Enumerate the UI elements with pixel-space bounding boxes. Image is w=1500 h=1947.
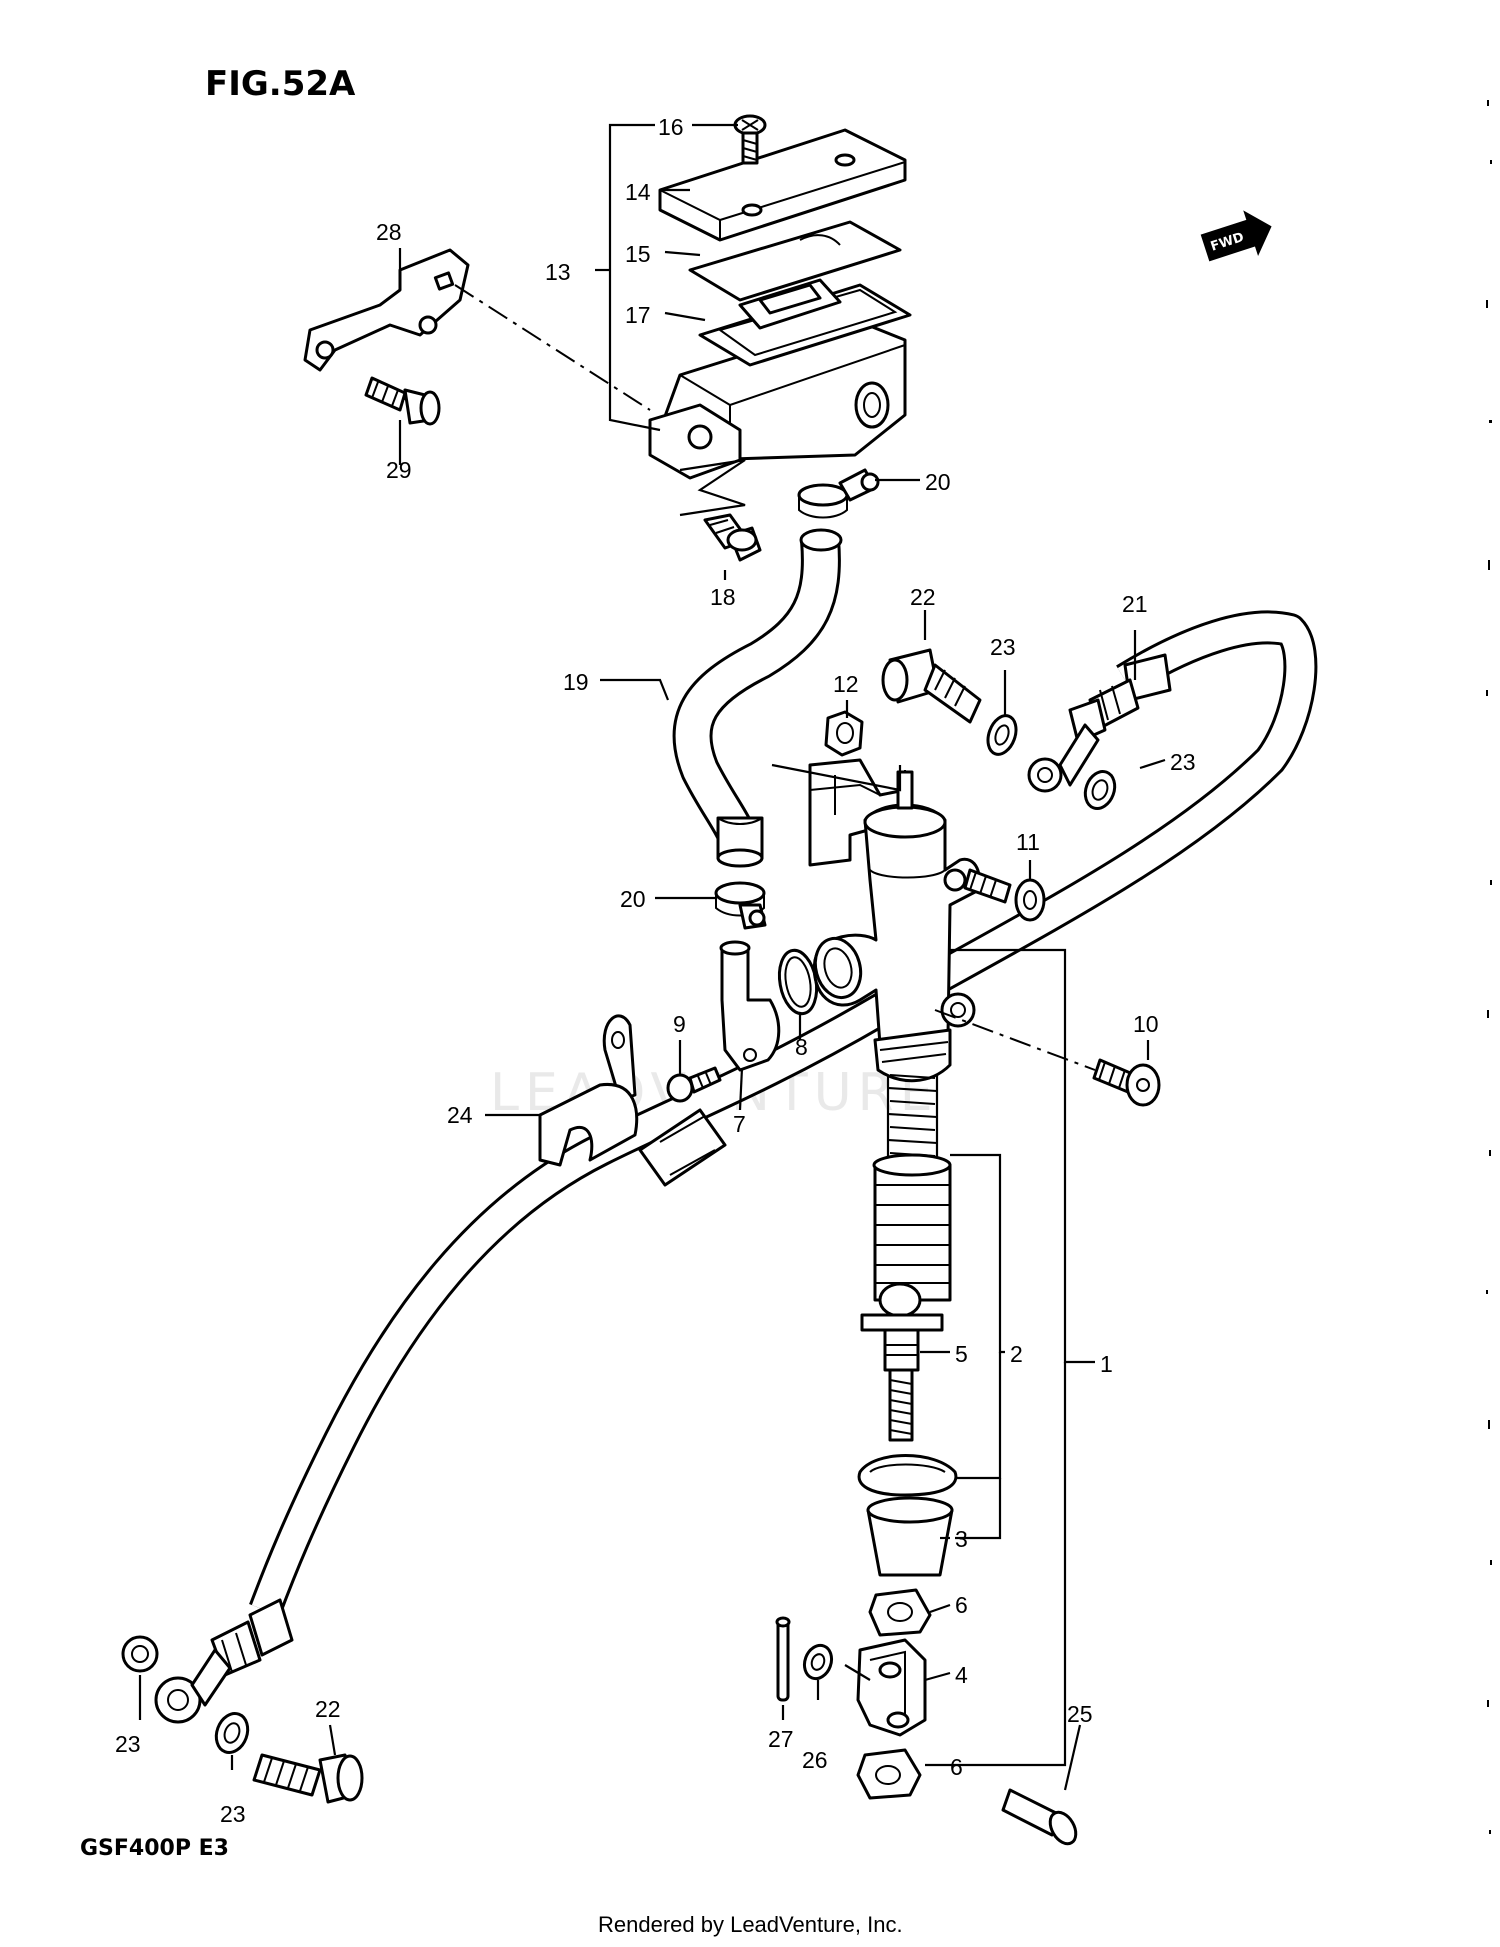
- callout-16: 16: [658, 114, 684, 140]
- callout-5: 5: [955, 1341, 968, 1367]
- figure-title: FIG.52A: [205, 64, 356, 104]
- callout-2: 2: [1010, 1341, 1023, 1367]
- washer-26: [802, 1643, 834, 1681]
- hose-guide-24: [538, 1014, 639, 1167]
- reservoir-assembly: [648, 114, 912, 517]
- footer-credit: Rendered by LeadVenture, Inc.: [598, 1912, 903, 1937]
- fwd-arrow-icon: FWD: [1200, 210, 1272, 262]
- reservoir-hose: [672, 528, 843, 868]
- callout-18: 18: [710, 584, 736, 610]
- clevis-pin-25: [1001, 1788, 1078, 1846]
- callout-22-lower: 22: [315, 1696, 341, 1722]
- callout-14: 14: [625, 179, 651, 205]
- callout-4: 4: [955, 1662, 968, 1688]
- bolt-18: [703, 513, 762, 562]
- master-cylinder-body: [812, 770, 981, 1083]
- callout-17: 17: [625, 302, 651, 328]
- model-label: GSF400P E3: [80, 1836, 229, 1861]
- callout-12: 12: [833, 671, 859, 697]
- callout-10: 10: [1133, 1011, 1159, 1037]
- callout-23-lower-a: 23: [115, 1731, 141, 1757]
- bracket-28: [303, 248, 470, 372]
- callout-25: 25: [1067, 1701, 1093, 1727]
- hose-clamp-20-top: [797, 468, 880, 519]
- callout-numbers: 1 2 3 4 5 6 6 7 8 9 10 11 12 13 14 15 16…: [115, 114, 1196, 1827]
- leader-lines: [138, 123, 1166, 1791]
- bolt-11: [963, 868, 1046, 922]
- washer-23-upper-b: [1083, 770, 1117, 810]
- callout-27: 27: [768, 1726, 794, 1752]
- callout-23-upper-b: 23: [1170, 749, 1196, 775]
- callout-22-upper: 22: [910, 584, 936, 610]
- hose-clamp-20-lower: [714, 881, 767, 930]
- callout-20-lower: 20: [620, 886, 646, 912]
- callout-23-upper-a: 23: [990, 634, 1016, 660]
- callout-11: 11: [1016, 829, 1040, 855]
- callout-7: 7: [733, 1111, 746, 1137]
- callout-6-lower: 6: [950, 1754, 963, 1780]
- washer-23-upper: [986, 714, 1018, 756]
- callout-15: 15: [625, 241, 651, 267]
- callout-28: 28: [376, 219, 402, 245]
- banjo-bolt-22-upper: [881, 648, 982, 724]
- callout-23-lower-b: 23: [220, 1801, 246, 1827]
- callout-24: 24: [447, 1102, 473, 1128]
- callout-6-upper: 6: [955, 1592, 968, 1618]
- piston-assembly: [856, 1074, 958, 1800]
- callout-9: 9: [673, 1011, 686, 1037]
- screw-16: [733, 114, 767, 165]
- callout-26: 26: [802, 1747, 828, 1773]
- alignment-lines: [454, 284, 1096, 1071]
- callout-29: 29: [386, 457, 412, 483]
- callout-1: 1: [1100, 1351, 1113, 1377]
- callout-20-top: 20: [925, 469, 951, 495]
- cotter-pin-27: [775, 1616, 791, 1702]
- brake-hose: [154, 610, 1318, 1724]
- callout-8: 8: [795, 1034, 808, 1060]
- callout-19: 19: [563, 669, 589, 695]
- scan-specks: [1486, 100, 1492, 1834]
- callout-21: 21: [1122, 591, 1148, 617]
- banjo-bolt-22-lower: [252, 1753, 364, 1804]
- nut-12: [824, 710, 864, 757]
- callout-13: 13: [545, 259, 571, 285]
- callout-3: 3: [955, 1526, 968, 1552]
- bolt-29: [364, 376, 441, 426]
- inlet-joint-7: [719, 940, 781, 1072]
- washer-23-lower-b: [214, 1712, 250, 1754]
- washer-23-lower-a: [121, 1635, 159, 1673]
- screw-9: [666, 1066, 722, 1103]
- bolt-10: [1092, 1058, 1161, 1107]
